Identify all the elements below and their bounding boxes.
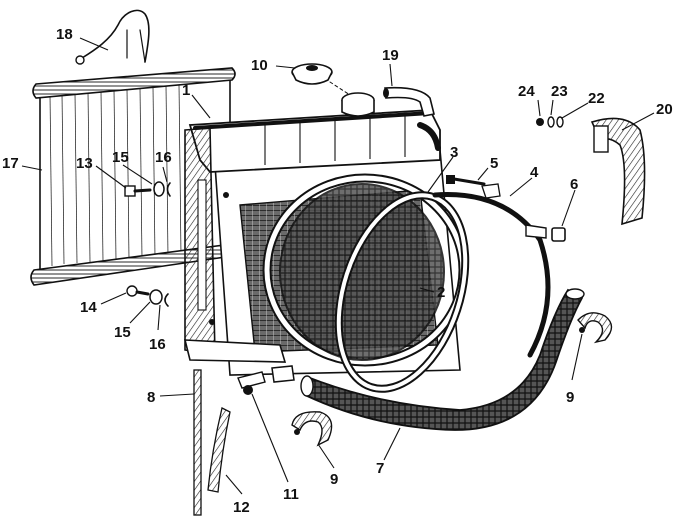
strap-bolt bbox=[446, 175, 486, 186]
callout-19: 19 bbox=[382, 47, 399, 64]
overflow-hose bbox=[383, 86, 435, 117]
callout-9-right: 9 bbox=[566, 389, 574, 406]
drain-tube bbox=[193, 369, 202, 516]
callout-22: 22 bbox=[588, 90, 605, 107]
blind-pull-cord bbox=[75, 9, 150, 65]
leader-lines bbox=[21, 37, 655, 495]
callout-labels: 18 19 10 1 24 23 22 20 17 13 15 16 3 5 4… bbox=[2, 26, 673, 516]
drain-tap bbox=[237, 371, 266, 395]
small-nut-and-washers bbox=[536, 116, 564, 128]
callout-14: 14 bbox=[80, 299, 97, 316]
callout-18: 18 bbox=[56, 26, 73, 43]
callout-23: 23 bbox=[551, 83, 568, 100]
mounting-bolt-upper bbox=[124, 181, 171, 197]
callout-15-lower: 15 bbox=[114, 324, 131, 341]
hose-clip-right bbox=[577, 312, 613, 344]
callout-17: 17 bbox=[2, 155, 19, 172]
clamp-strap bbox=[432, 183, 551, 358]
drain-tap-hose bbox=[207, 407, 231, 493]
strap-nut bbox=[551, 227, 566, 242]
callout-9-lower: 9 bbox=[330, 471, 338, 488]
callout-5: 5 bbox=[490, 155, 498, 172]
callout-8: 8 bbox=[147, 389, 155, 406]
hose-clip-lower bbox=[291, 411, 333, 447]
radiator-blind bbox=[30, 67, 236, 286]
callout-16-lower: 16 bbox=[149, 336, 166, 353]
fan-cowl-ring bbox=[262, 173, 468, 367]
upper-hose bbox=[590, 117, 646, 226]
callout-11: 11 bbox=[283, 486, 299, 503]
filler-cap bbox=[291, 63, 351, 96]
callout-3: 3 bbox=[450, 144, 458, 161]
callout-20: 20 bbox=[656, 101, 673, 118]
lower-hose bbox=[300, 288, 585, 431]
callout-15-upper: 15 bbox=[112, 149, 129, 166]
callout-7: 7 bbox=[376, 460, 384, 477]
callout-16-upper: 16 bbox=[155, 149, 172, 166]
callout-13: 13 bbox=[76, 155, 93, 172]
callout-10: 10 bbox=[251, 57, 268, 74]
fan-cowl-inner-ring bbox=[334, 191, 470, 393]
strap-clip bbox=[525, 224, 547, 239]
callout-1: 1 bbox=[182, 82, 190, 99]
callout-12: 12 bbox=[233, 499, 250, 516]
callout-24: 24 bbox=[518, 83, 535, 100]
callout-4: 4 bbox=[530, 164, 539, 181]
mounting-bolt-lower bbox=[126, 285, 169, 307]
callout-6: 6 bbox=[570, 176, 578, 193]
callout-2: 2 bbox=[437, 284, 445, 301]
